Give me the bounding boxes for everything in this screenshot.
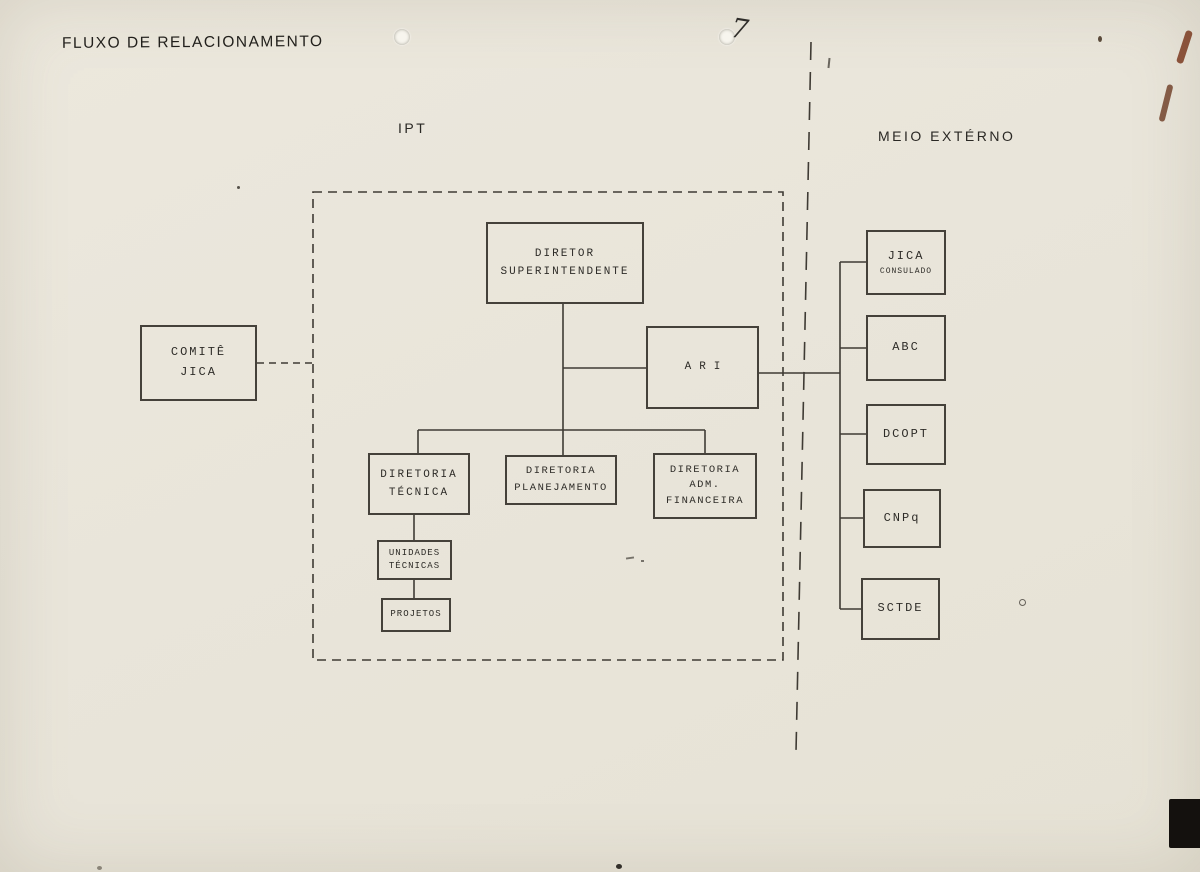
node-diretor-superintendente-label: DIRETOR SUPERINTENDENTE xyxy=(500,247,630,278)
node-diretoria-tecnica-label: DIRETORIA TÉCNICA xyxy=(380,468,458,499)
node-sctde: SCTDE xyxy=(861,578,940,640)
page-title: FLUXO DE RELACIONAMENTO xyxy=(61,33,324,52)
node-projetos-label: PROJETOS xyxy=(390,609,442,620)
node-ari-label: ARI xyxy=(684,361,729,374)
node-projetos: PROJETOS xyxy=(381,598,451,632)
node-diretor-superintendente: DIRETOR SUPERINTENDENTE xyxy=(486,222,644,304)
scan-speck-1 xyxy=(237,186,240,189)
section-label-meio-externo: MEIO EXTÉRNO xyxy=(878,128,1016,144)
node-unidades-tecnicas-label: UNIDADES TÉCNICAS xyxy=(388,547,441,572)
node-abc: ABC xyxy=(866,315,946,381)
section-label-ipt: IPT xyxy=(398,120,428,136)
node-diretoria-adm-financeira-label: DIRETORIA ADM. FINANCEIRA xyxy=(665,464,744,507)
node-jica-consulado-label: CONSULADO xyxy=(879,267,933,277)
ipt-external-separator-line xyxy=(795,41,812,753)
hole-punch-left xyxy=(394,29,410,45)
scan-speck-bottom-2 xyxy=(97,866,102,870)
node-jica-consulado: JICA CONSULADO xyxy=(866,230,946,295)
scan-black-bar-right-edge xyxy=(1169,799,1200,848)
node-ari: ARI xyxy=(646,326,759,409)
node-diretoria-planejamento: DIRETORIA PLANEJAMENTO xyxy=(505,455,617,505)
hole-punch-right xyxy=(719,29,735,45)
node-comite-jica-label: COMITÊ JICA xyxy=(170,345,227,379)
node-unidades-tecnicas: UNIDADES TÉCNICAS xyxy=(377,540,452,580)
scan-speck-5 xyxy=(1019,599,1026,606)
node-cnpq-label: CNPq xyxy=(883,510,921,525)
node-sctde-label: SCTDE xyxy=(877,601,924,616)
scan-speck-top-right xyxy=(1098,36,1102,42)
node-cnpq: CNPq xyxy=(863,489,941,548)
node-dcopt-label: DCOPT xyxy=(882,426,929,441)
node-dcopt: DCOPT xyxy=(866,404,946,465)
scan-speck-bottom-1 xyxy=(616,864,622,869)
node-diretoria-tecnica: DIRETORIA TÉCNICA xyxy=(368,453,470,515)
node-diretoria-planejamento-label: DIRETORIA PLANEJAMENTO xyxy=(514,464,608,494)
node-comite-jica: COMITÊ JICA xyxy=(140,325,257,401)
ipt-boundary-dashed-rect xyxy=(312,191,784,661)
node-jica-label: JICA xyxy=(887,249,925,264)
node-abc-label: ABC xyxy=(892,340,920,355)
node-diretoria-adm-financeira: DIRETORIA ADM. FINANCEIRA xyxy=(653,453,757,519)
scan-speck-4 xyxy=(641,560,644,562)
